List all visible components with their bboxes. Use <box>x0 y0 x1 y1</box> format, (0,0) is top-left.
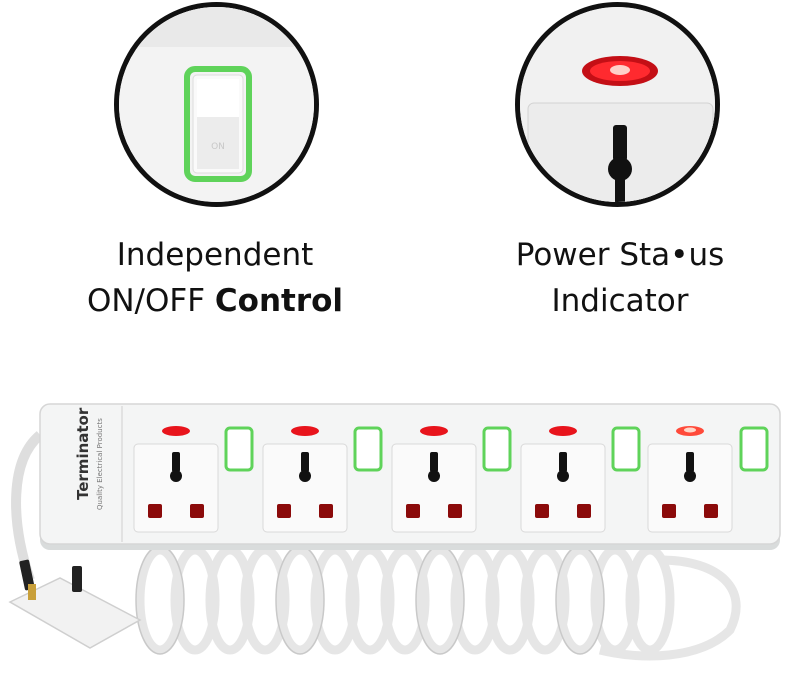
indicator-closeup <box>515 2 720 207</box>
socket-unit-1 <box>133 426 254 533</box>
toggle-switch <box>739 426 769 472</box>
power-strip-image: Terminator Quality Electrical Products <box>8 403 781 661</box>
toggle-switch <box>224 426 254 472</box>
feature-label-indicator: Power Sta•us Indicator <box>440 232 795 324</box>
socket-unit-4 <box>520 426 641 533</box>
brand-tagline: Quality Electrical Products <box>96 418 104 510</box>
switch-closeup: ON <box>114 2 319 207</box>
socket-unit-5 <box>647 426 769 533</box>
toggle-switch <box>611 426 641 472</box>
feature-label-switch: Independent ON/OFF Control <box>20 232 410 324</box>
plug <box>8 559 142 649</box>
feature-title: Independent <box>116 237 314 273</box>
socket-unit-2 <box>262 426 383 533</box>
feature-subtitle: ON/OFF Control <box>86 283 344 319</box>
feature-subtitle: Indicator <box>551 283 689 319</box>
brand-name: Terminator <box>74 407 92 500</box>
red-indicator-light-icon <box>520 7 715 202</box>
toggle-switch <box>482 426 512 472</box>
rocker-switch-icon: ON <box>119 7 314 202</box>
socket-unit-3 <box>391 426 512 533</box>
svg-text:ON: ON <box>211 142 225 152</box>
toggle-switch <box>353 426 383 472</box>
feature-title: Power Sta•us <box>515 237 725 273</box>
